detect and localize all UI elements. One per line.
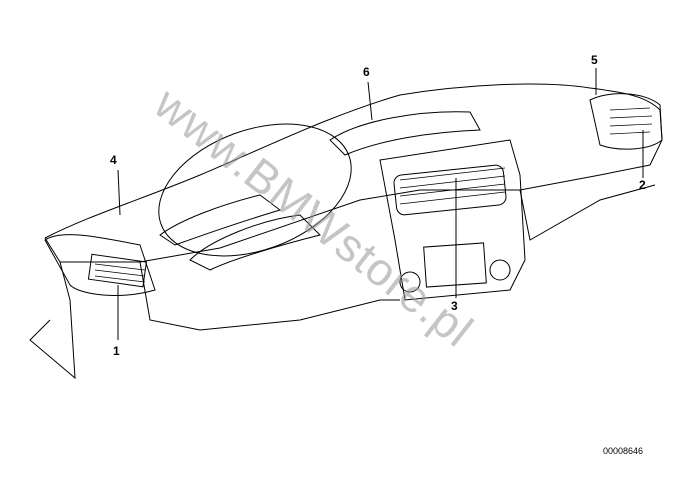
dashboard-lower	[29, 184, 656, 380]
left-vent-grille	[87, 253, 147, 288]
steering-hub	[159, 194, 282, 246]
left-vent-housing	[44, 234, 156, 296]
steering-wheel	[158, 123, 352, 257]
callout-3: 3	[451, 299, 458, 313]
center-knob-left	[399, 271, 421, 293]
center-knob-right	[489, 259, 511, 281]
center-vent-slats	[399, 167, 506, 205]
leader-lines	[117, 68, 644, 340]
callout-6: 6	[363, 65, 370, 79]
dashboard-front-edge	[44, 109, 663, 263]
right-vent-housing	[589, 93, 663, 150]
dashboard-top-outline	[44, 83, 661, 239]
steering-column	[189, 214, 321, 271]
part-code: 00008646	[603, 446, 644, 456]
left-vent-slats	[94, 263, 146, 283]
airbag-panel	[329, 111, 481, 156]
callout-2: 2	[639, 178, 646, 192]
callout-4: 4	[110, 153, 117, 167]
callout-5: 5	[591, 53, 598, 67]
right-vent-slats	[609, 107, 653, 135]
callout-1: 1	[113, 344, 120, 358]
center-console	[379, 139, 526, 301]
